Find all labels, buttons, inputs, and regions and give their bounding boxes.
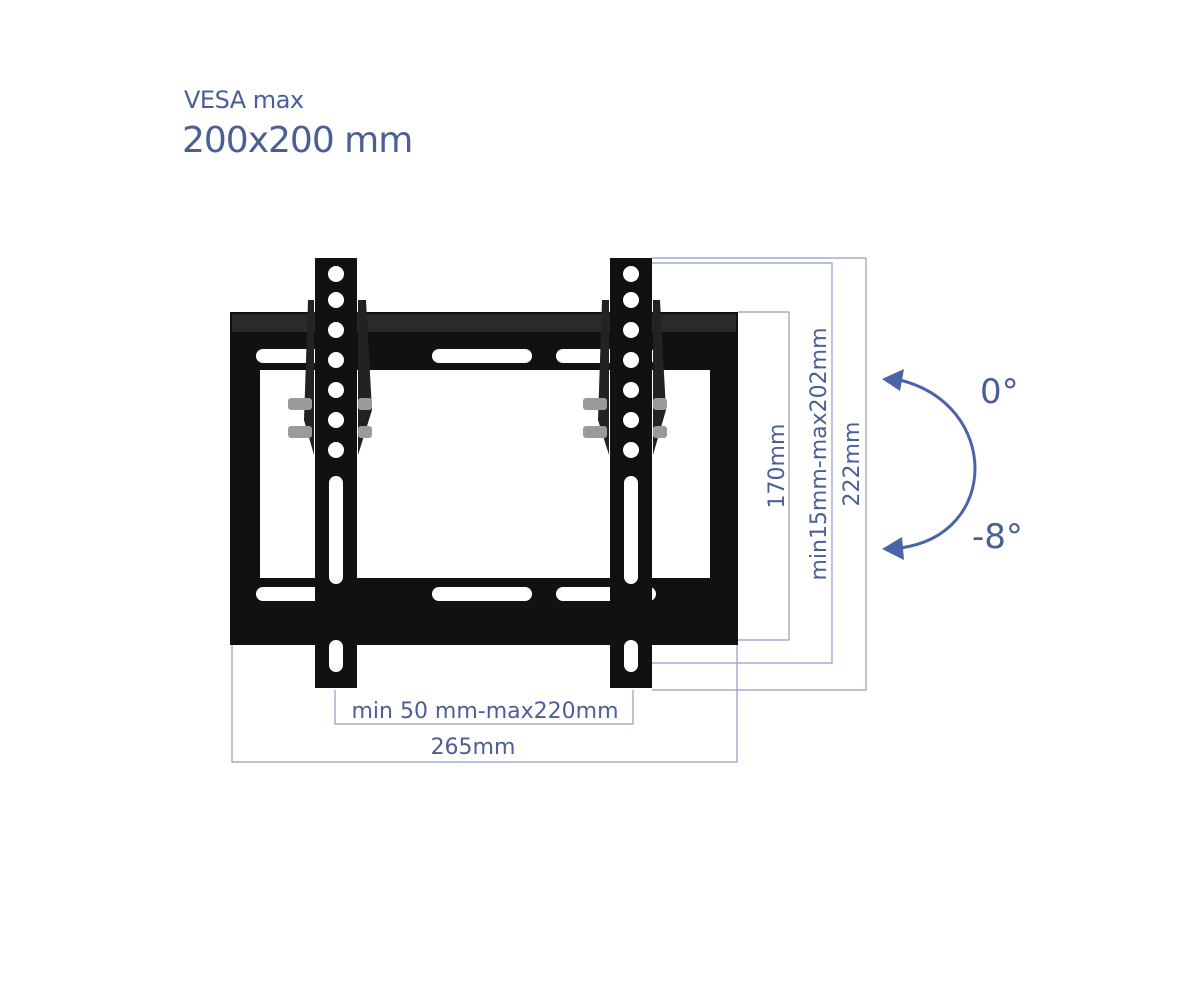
vesa-label: VESA max (184, 86, 304, 114)
dim-height-total-label: 222mm (840, 422, 865, 507)
dim-height-range-line (652, 262, 833, 664)
dim-height-frame-line (738, 311, 790, 641)
dim-width-range-line (334, 690, 634, 725)
dim-width-total-label: 265mm (431, 735, 516, 760)
tilt-bottom-angle-label: -8° (972, 517, 1023, 557)
left-arm (288, 258, 372, 688)
dim-width-range-label: min 50 mm-max220mm (351, 699, 618, 724)
tilt-arrow-head-bottom (882, 537, 904, 560)
right-arm (583, 258, 667, 688)
tilt-top-angle-label: 0° (980, 372, 1019, 412)
dim-height-total-line (652, 257, 867, 691)
dim-height-frame-label: 170mm (765, 424, 790, 509)
tilt-arrow-head-top (882, 369, 904, 391)
vesa-value: 200x200 mm (182, 120, 413, 161)
tilt-arrow (882, 369, 977, 560)
dim-width-total-line (231, 645, 738, 763)
wall-plate-frame (230, 312, 738, 645)
dim-height-range-label: min15mm-max202mm (807, 327, 832, 580)
dimension-lines (231, 257, 867, 763)
